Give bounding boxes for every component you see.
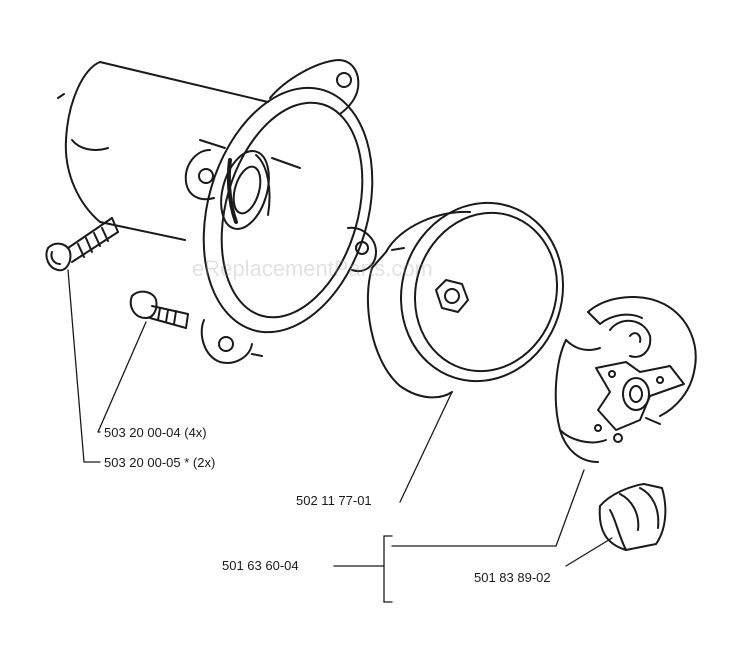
part-label-screw-2x: 503 20 00-05 * (2x) <box>104 455 216 470</box>
watermark-text: eReplacementParts.com <box>192 256 433 281</box>
screw-short <box>129 290 189 329</box>
part-label-clutch-shoe: 501 83 89-02 <box>474 570 551 585</box>
part-label-clutch-drum: 502 11 77-01 <box>296 493 372 508</box>
clutch-assembly <box>554 296 697 463</box>
clutch-housing <box>57 59 377 364</box>
screw-long <box>45 217 119 272</box>
clutch-shoe <box>598 483 667 551</box>
leader-lines <box>67 269 613 603</box>
part-label-screw-4x: 503 20 00-04 (4x) <box>104 425 207 440</box>
clutch-drum <box>366 201 565 399</box>
part-label-clutch-assembly: 501 63 60-04 <box>222 558 299 573</box>
